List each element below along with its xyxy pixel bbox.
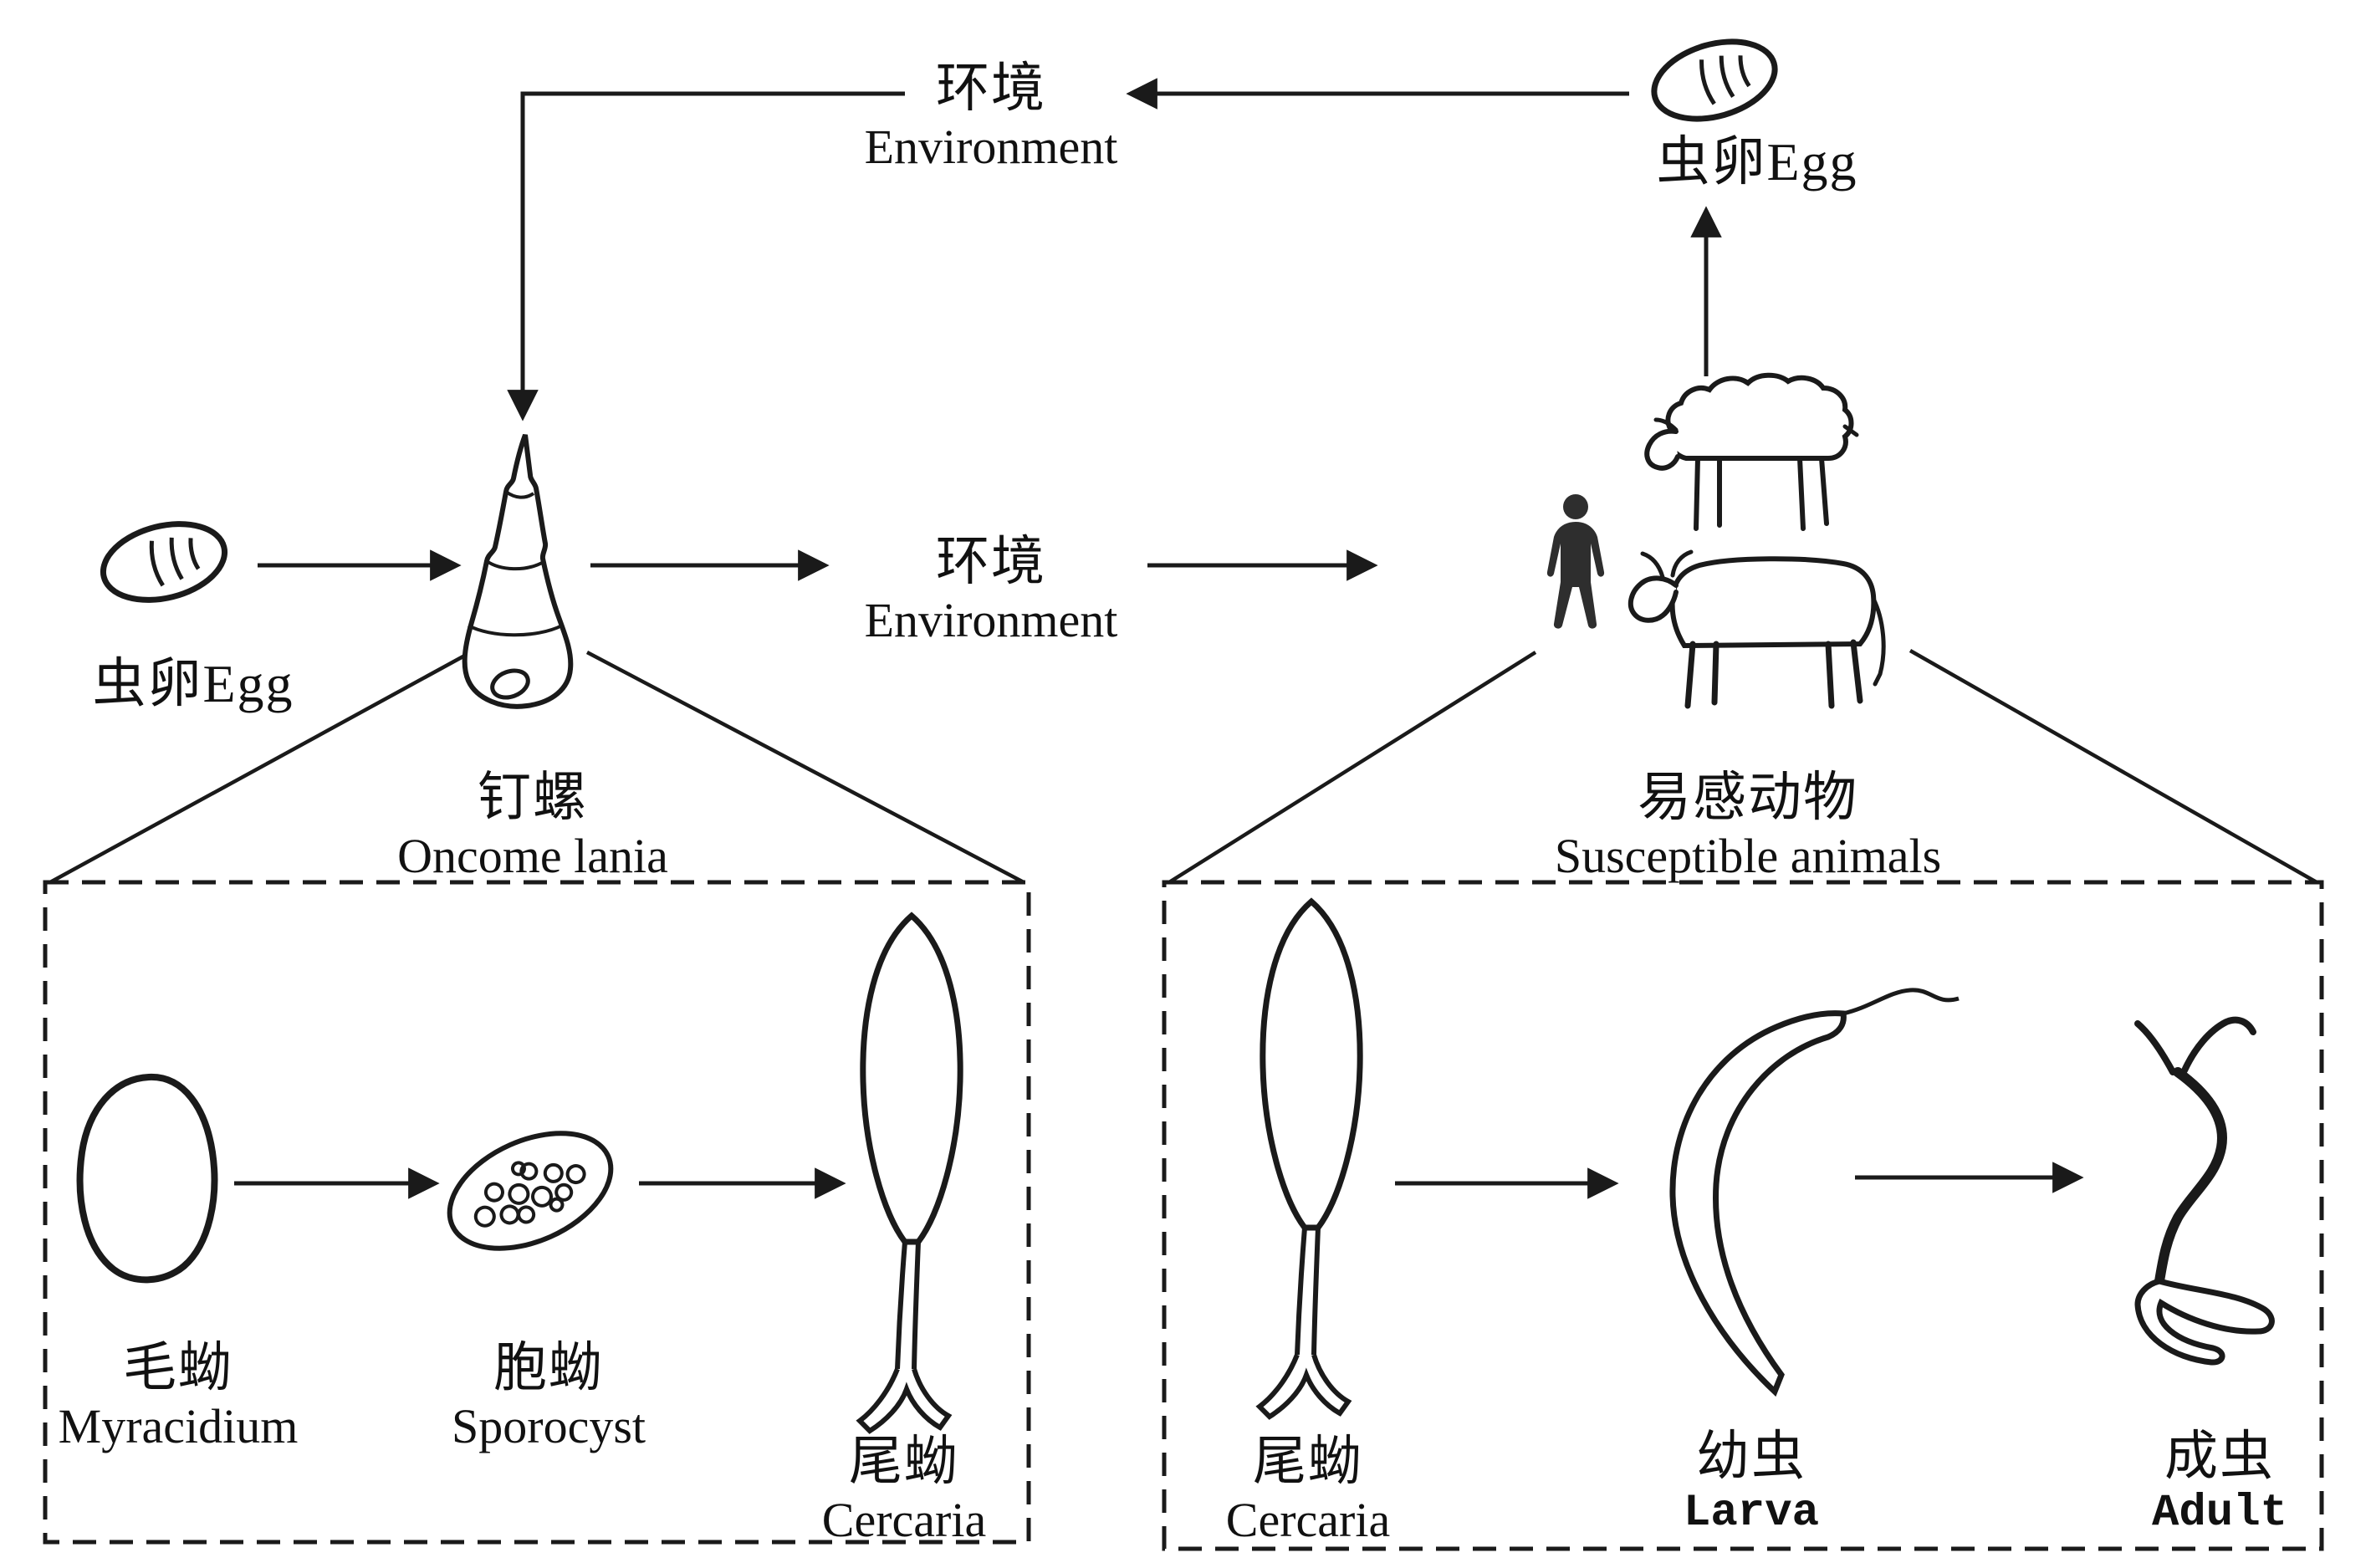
egg-top-text: 虫卵Egg — [1656, 132, 1858, 192]
cercaria-right-label: 尾蚴 Cercaria — [1226, 1432, 1390, 1548]
animals-zh: 易感动物 — [1638, 768, 1858, 827]
larva-en: Larva — [1683, 1487, 1820, 1539]
egg-left-label: 虫卵Egg — [92, 654, 294, 715]
miracidium-en: Myracidium — [58, 1398, 299, 1453]
environment-top-label: 环境 Environment — [865, 59, 1118, 175]
snail-zh: 钉螺 — [477, 768, 588, 827]
cercaria-left-label: 尾蚴 Cercaria — [822, 1432, 986, 1548]
larva-icon — [1669, 988, 1960, 1397]
larva-label: 幼虫 Larva — [1684, 1427, 1819, 1540]
flow-arrows — [234, 78, 2084, 1199]
animals-en: Susceptible animals — [1554, 828, 1942, 883]
adult-en: Adult — [2151, 1487, 2288, 1539]
snail-en: Oncome lania — [397, 828, 668, 883]
cercaria-right-zh: 尾蚴 — [1253, 1432, 1363, 1491]
snail-icon — [462, 433, 574, 709]
adult-label: 成虫 Adult — [2152, 1427, 2287, 1540]
egg-top-label: 虫卵Egg — [1656, 132, 1857, 193]
cercaria-right-en: Cercaria — [1225, 1492, 1391, 1547]
environment-mid-zh: 环境 — [936, 532, 1046, 591]
host-stages-box — [1162, 880, 2324, 1551]
cercaria-left-zh: 尾蚴 — [849, 1432, 959, 1491]
miracidium-zh: 毛蚴 — [123, 1338, 233, 1397]
miracidium-icon — [76, 1073, 218, 1284]
sporocyst-label: 胞蚴 Sporocyst — [452, 1338, 646, 1454]
cercaria-left-en: Cercaria — [821, 1492, 987, 1547]
cow-icon — [1628, 549, 1886, 709]
egg-top-icon — [1645, 28, 1784, 131]
sheep-icon — [1644, 372, 1859, 531]
miracidium-label: 毛蚴 Myracidium — [59, 1338, 299, 1454]
sporocyst-icon — [447, 1131, 614, 1251]
egg-left-icon — [95, 512, 233, 611]
zoom-connector-lines — [49, 646, 2318, 884]
sporocyst-en: Sporocyst — [452, 1398, 646, 1453]
environment-top-zh: 环境 — [936, 59, 1046, 118]
environment-mid-en: Environment — [864, 592, 1118, 647]
human-icon — [1546, 494, 1605, 629]
cercaria-left-icon — [860, 916, 960, 1431]
environment-top-en: Environment — [864, 119, 1118, 174]
arrow-environment-to-snail — [507, 91, 905, 421]
snail-stages-box — [43, 880, 1031, 1545]
cercaria-right-icon — [1260, 901, 1360, 1417]
snail-label: 钉螺 Oncome lania — [397, 768, 668, 884]
environment-mid-label: 环境 Environment — [865, 532, 1118, 648]
larva-zh: 幼虫 — [1696, 1427, 1806, 1486]
adult-icon — [2134, 1016, 2275, 1366]
sporocyst-zh: 胞蚴 — [493, 1338, 604, 1397]
adult-zh: 成虫 — [2164, 1427, 2275, 1486]
egg-left-text: 虫卵Egg — [92, 654, 294, 713]
susceptible-animals-label: 易感动物 Susceptible animals — [1555, 768, 1941, 884]
